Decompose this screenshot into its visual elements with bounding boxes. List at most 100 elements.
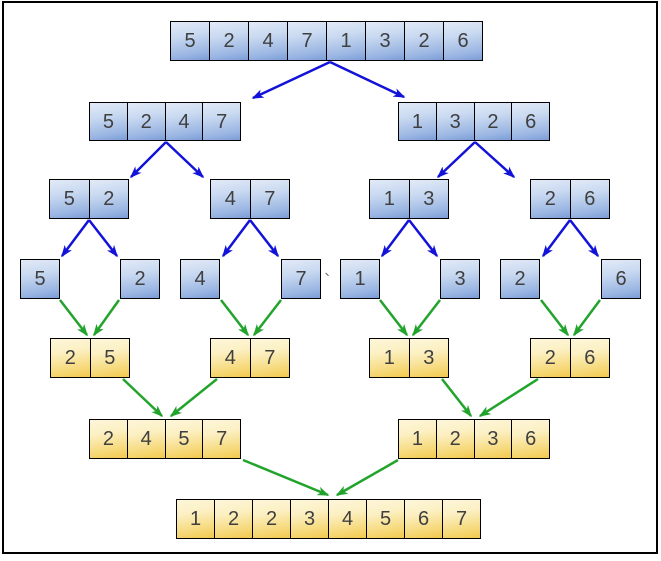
split-arrow <box>474 141 516 179</box>
split-arrow <box>61 219 90 258</box>
array-cell: 2 <box>500 259 540 299</box>
array-cell: 4 <box>248 21 288 61</box>
array-cell: 4 <box>180 259 220 299</box>
array-cell: 5 <box>49 179 90 219</box>
array-cell: 4 <box>126 419 166 459</box>
split-arrow <box>569 219 599 258</box>
array-cell: 3 <box>408 179 449 219</box>
array-single-6: 6 <box>601 259 641 299</box>
array-cell: 5 <box>170 21 210 61</box>
split-arrow <box>251 60 331 100</box>
merge-arrow <box>169 378 218 417</box>
array-cell: 6 <box>569 179 610 219</box>
array-cell: 3 <box>290 499 329 539</box>
array-cell: 1 <box>176 499 215 539</box>
array-cell: 5 <box>20 259 60 299</box>
array-cell: 6 <box>511 102 550 141</box>
array-single-7: 7 <box>281 259 321 299</box>
array-cell: 4 <box>164 102 204 141</box>
array-cell: 2 <box>530 179 571 219</box>
merge-arrow <box>220 299 249 337</box>
array-cell: 2 <box>530 338 571 378</box>
array-single-5: 5 <box>20 259 60 299</box>
split-arrow <box>165 141 205 179</box>
merge-arrow <box>59 299 88 337</box>
array-cell: 5 <box>366 499 405 539</box>
array-cell: 2 <box>120 259 160 299</box>
merge-arrow <box>572 299 602 337</box>
array-cell: 7 <box>287 21 327 61</box>
split-arrow <box>542 219 571 258</box>
array-single-4: 4 <box>180 259 220 299</box>
array-cell: 6 <box>569 338 610 378</box>
array-cell: 5 <box>89 102 128 141</box>
array-cell: 7 <box>249 338 290 378</box>
array-cell: 7 <box>202 419 241 459</box>
split-arrow <box>436 141 476 179</box>
array-cell: 2 <box>473 102 513 141</box>
split-arrow <box>249 219 279 258</box>
array-cell: 4 <box>328 499 367 539</box>
merge-arrow <box>253 299 282 337</box>
array-cell: 1 <box>326 21 366 61</box>
array-cell: 2 <box>126 102 166 141</box>
array-cell: 3 <box>365 21 405 61</box>
merge-arrow <box>335 458 399 497</box>
array-cell: 2 <box>252 499 291 539</box>
merge-arrow <box>242 458 330 497</box>
array-cell: 3 <box>435 102 475 141</box>
array-cell: 4 <box>210 179 251 219</box>
array-cell: 6 <box>404 499 443 539</box>
array-cell: 1 <box>398 419 437 459</box>
merge-arrow <box>122 378 164 418</box>
array-cell: 5 <box>89 338 130 378</box>
array-cell: 2 <box>404 21 444 61</box>
merge-arrow <box>379 299 408 337</box>
array-cell: 2 <box>214 499 253 539</box>
array-cell: 7 <box>249 179 290 219</box>
array-cell: 1 <box>369 179 410 219</box>
array-cell: 2 <box>435 419 475 459</box>
array-cell: 2 <box>89 419 128 459</box>
array-cell: 7 <box>281 259 321 299</box>
array-single-2b: 2 <box>500 259 540 299</box>
array-cell: 7 <box>442 499 481 539</box>
array-single-3: 3 <box>440 259 480 299</box>
split-arrow <box>408 219 438 258</box>
merge-arrow <box>412 299 441 337</box>
array-cell: 2 <box>88 179 129 219</box>
array-cell: 3 <box>473 419 513 459</box>
array-cell: 7 <box>202 102 241 141</box>
array-cell: 1 <box>369 338 410 378</box>
array-cell: 1 <box>398 102 437 141</box>
array-cell: 1 <box>340 259 380 299</box>
split-arrow <box>222 219 251 258</box>
array-cell: 2 <box>50 338 91 378</box>
array-single-2a: 2 <box>120 259 160 299</box>
merge-arrow <box>92 299 121 337</box>
split-arrow <box>129 141 167 179</box>
split-arrow <box>88 219 118 258</box>
split-arrow <box>329 60 406 99</box>
array-cell: 5 <box>164 419 204 459</box>
array-cell: 6 <box>601 259 641 299</box>
array-cell: 6 <box>511 419 550 459</box>
array-cell: 3 <box>440 259 480 299</box>
merge-arrow <box>478 377 539 418</box>
array-cell: 6 <box>443 21 483 61</box>
array-single-1: 1 <box>340 259 380 299</box>
